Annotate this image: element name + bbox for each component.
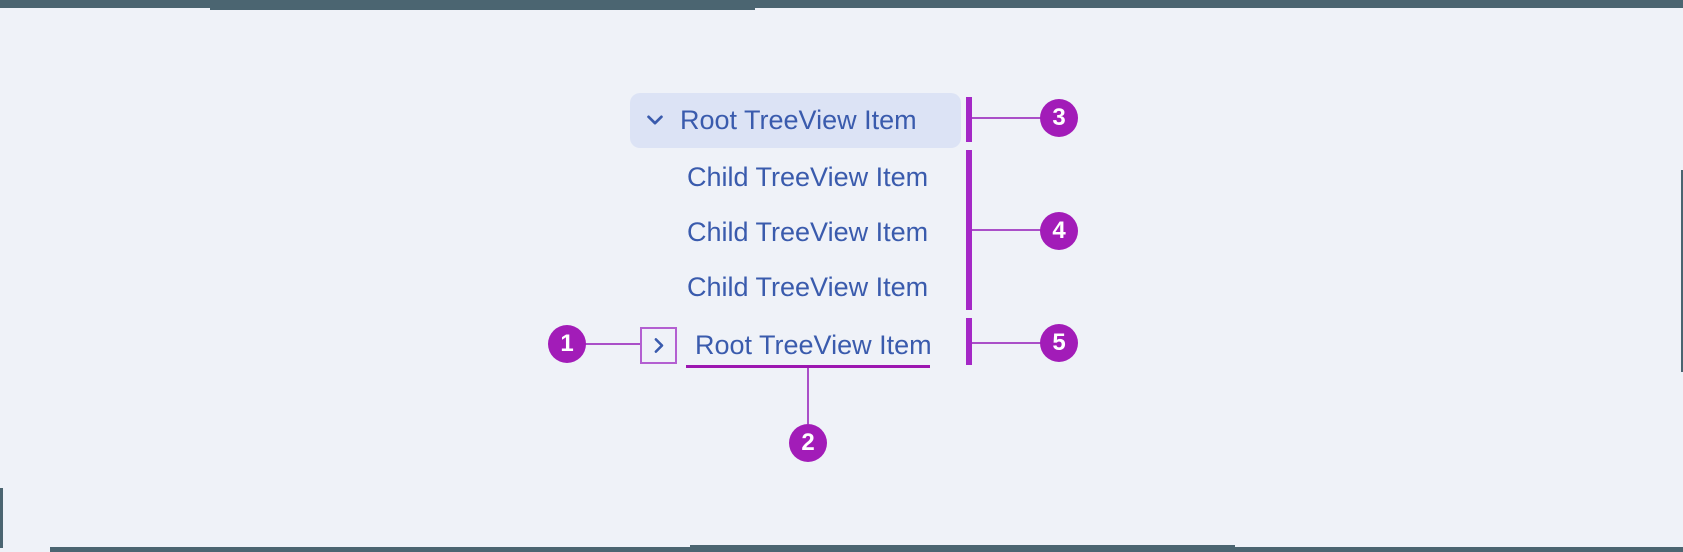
- page-edge-top-segment: [210, 0, 755, 10]
- chevron-right-icon: [648, 335, 669, 356]
- callout-line-5: [972, 342, 1041, 344]
- treeitem-child[interactable]: Child TreeView Item: [687, 162, 929, 192]
- callout-badge-2: 2: [789, 424, 827, 462]
- page-edge-right: [1681, 170, 1683, 372]
- page-edge-bottom-segment: [690, 545, 1235, 552]
- callout-badge-1: 1: [548, 325, 586, 363]
- label-underline-annotation: [686, 365, 930, 368]
- callout-line-3: [972, 117, 1041, 119]
- callout-bar-3: [966, 97, 972, 142]
- page-edge-top: [0, 0, 1683, 8]
- page-edge-left: [0, 488, 3, 548]
- expand-collapse-control[interactable]: [640, 327, 677, 364]
- treeitem-root-collapsed[interactable]: Root TreeView Item: [695, 330, 932, 360]
- callout-bar-4: [966, 150, 972, 310]
- callout-badge-5: 5: [1040, 324, 1078, 362]
- treeitem-root-expanded[interactable]: Root TreeView Item: [630, 93, 961, 148]
- callout-bar-5: [966, 318, 972, 365]
- treeitem-child[interactable]: Child TreeView Item: [687, 217, 929, 247]
- callout-line-2: [807, 368, 809, 424]
- chevron-down-icon[interactable]: [644, 109, 666, 131]
- treeitem-child[interactable]: Child TreeView Item: [687, 272, 929, 302]
- callout-badge-4: 4: [1040, 212, 1078, 250]
- callout-line-4: [972, 229, 1041, 231]
- callout-badge-3: 3: [1040, 99, 1078, 137]
- callout-line-1: [585, 343, 640, 345]
- treeitem-label: Root TreeView Item: [680, 105, 917, 135]
